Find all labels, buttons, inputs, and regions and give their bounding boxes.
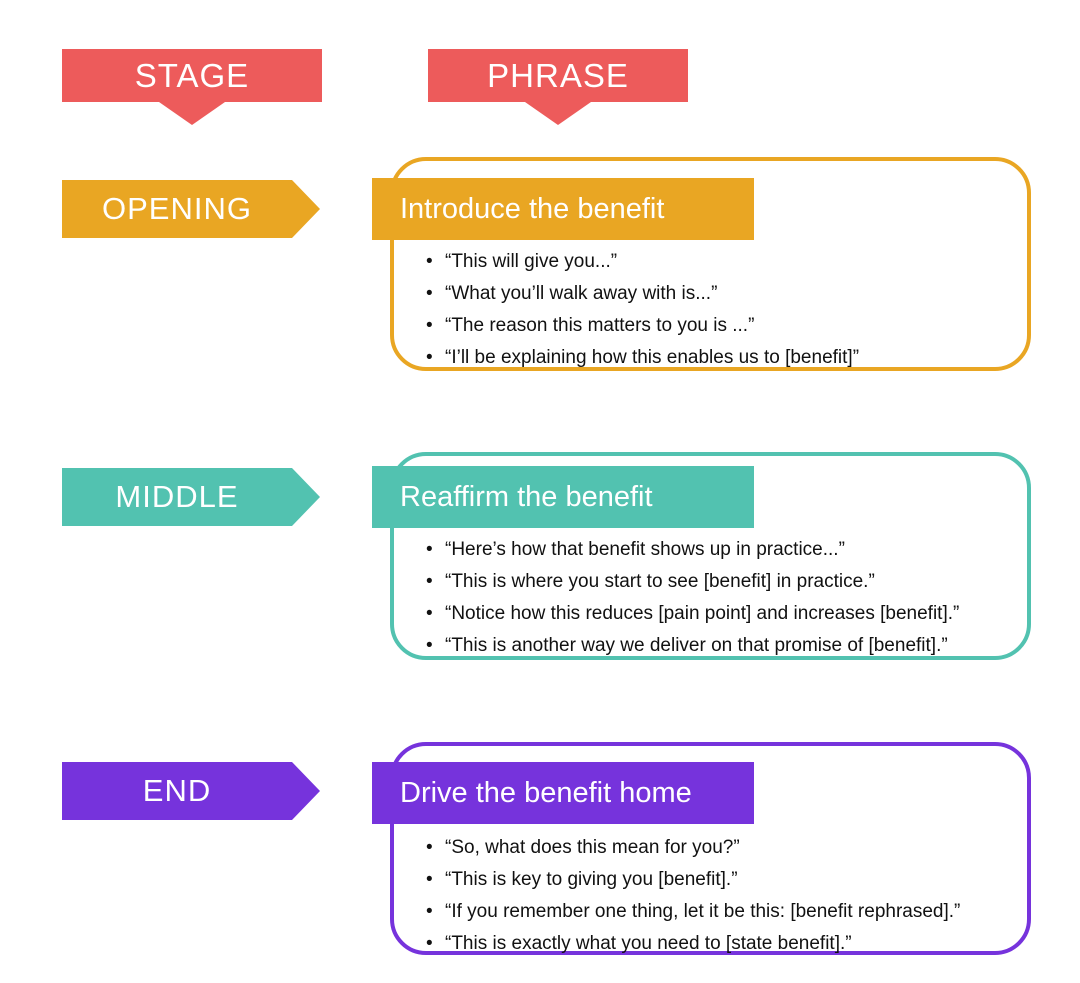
phrase-bullets-middle: “Here’s how that benefit shows up in pra… — [424, 534, 959, 662]
bullet-item: “This is where you start to see [benefit… — [424, 566, 959, 598]
phrase-title-label: Reaffirm the benefit — [400, 480, 653, 513]
phrase-bullets-opening: “This will give you...” “What you’ll wal… — [424, 246, 859, 374]
phrase-title-middle: Reaffirm the benefit — [372, 466, 754, 528]
stage-arrow-end: END — [62, 762, 320, 820]
phrase-title-label: Introduce the benefit — [400, 192, 665, 225]
stage-arrow-opening: OPENING — [62, 180, 320, 238]
pointer-down-icon — [159, 102, 225, 125]
bullet-item: “This is another way we deliver on that … — [424, 630, 959, 662]
stage-label: OPENING — [102, 191, 252, 226]
bullet-item: “If you remember one thing, let it be th… — [424, 896, 960, 928]
column-header-stage-label: STAGE — [134, 56, 250, 94]
bullet-item: “The reason this matters to you is ...” — [424, 310, 859, 342]
column-header-phrase: PHRASE — [428, 49, 688, 125]
bullet-item: “Notice how this reduces [pain point] an… — [424, 598, 959, 630]
bullet-item: “This is key to giving you [benefit].” — [424, 864, 960, 896]
pointer-down-icon — [525, 102, 591, 125]
stage-label: MIDDLE — [115, 479, 239, 514]
bullet-item: “I’ll be explaining how this enables us … — [424, 342, 859, 374]
phrase-title-opening: Introduce the benefit — [372, 178, 754, 240]
stage-arrow-middle: MIDDLE — [62, 468, 320, 526]
phrase-title-end: Drive the benefit home — [372, 762, 754, 824]
column-header-phrase-label: PHRASE — [487, 56, 629, 94]
column-header-stage: STAGE — [62, 49, 322, 125]
phrase-title-label: Drive the benefit home — [400, 776, 692, 809]
bullet-item: “This will give you...” — [424, 246, 859, 278]
bullet-item: “So, what does this mean for you?” — [424, 832, 960, 864]
phrase-bullets-end: “So, what does this mean for you?” “This… — [424, 832, 960, 960]
bullet-item: “What you’ll walk away with is...” — [424, 278, 859, 310]
stage-label: END — [142, 773, 212, 808]
bullet-item: “Here’s how that benefit shows up in pra… — [424, 534, 959, 566]
bullet-item: “This is exactly what you need to [state… — [424, 928, 960, 960]
